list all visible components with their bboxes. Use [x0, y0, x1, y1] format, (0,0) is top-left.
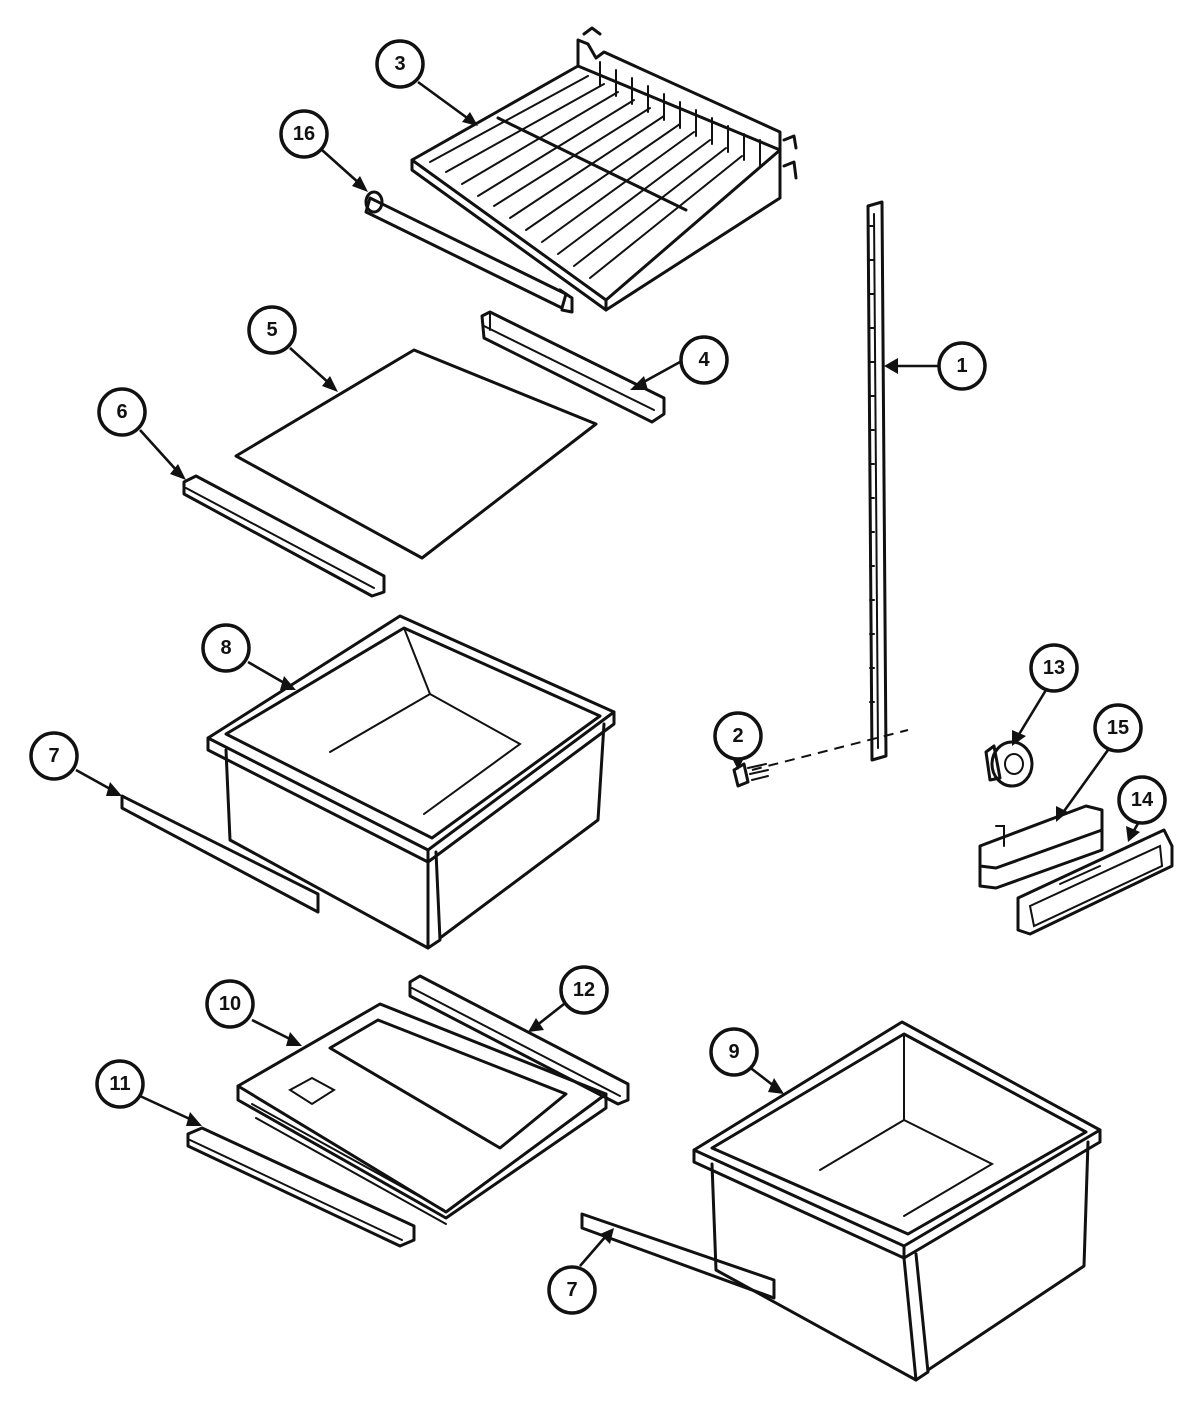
callout-12: 12: [559, 965, 609, 1015]
callout-16: 16: [279, 109, 329, 159]
callout-11: 11: [95, 1059, 145, 1109]
callout-5-label: 5: [266, 319, 277, 341]
screw: [732, 762, 769, 788]
callout-1: 1: [937, 341, 987, 391]
callout-2: 2: [713, 711, 763, 761]
callout-13-label: 13: [1043, 657, 1065, 679]
control-panel: [1016, 828, 1174, 936]
left-drawer-slide: [186, 1126, 416, 1248]
callout-15-label: 15: [1107, 717, 1129, 739]
drawer-slide-lower: [580, 1212, 776, 1300]
glass-shelf: [234, 348, 598, 560]
callout-7a-label: 7: [48, 745, 59, 767]
callout-11-label: 11: [109, 1073, 130, 1095]
callout-13: 13: [1029, 643, 1079, 693]
callout-8-label: 8: [220, 637, 231, 659]
callouts: 1 2 3 4 5 6 7 7: [29, 39, 1167, 1315]
callout-9: 9: [709, 1027, 759, 1077]
drawer-slide-upper: [120, 794, 320, 914]
callout-3: 3: [375, 39, 425, 89]
callout-10-label: 10: [219, 993, 241, 1015]
callout-4-label: 4: [698, 349, 710, 371]
callout-4: 4: [679, 335, 729, 385]
callout-15: 15: [1093, 703, 1143, 753]
left-shelf-support: [182, 474, 386, 598]
callout-7a: 7: [29, 731, 79, 781]
lower-crisper-drawer: [692, 1020, 1102, 1382]
callout-1-label: 1: [956, 355, 967, 377]
callout-14-label: 14: [1131, 789, 1154, 811]
callout-14: 14: [1117, 775, 1167, 825]
callout-2-label: 2: [732, 725, 743, 747]
leader-lines: [75, 80, 1142, 1267]
callout-9-label: 9: [728, 1041, 739, 1063]
right-shelf-support: [480, 310, 666, 424]
callout-10: 10: [205, 979, 255, 1029]
callout-6-label: 6: [116, 401, 127, 423]
control-knob: [984, 740, 1034, 788]
screw-alignment-line: [751, 729, 909, 771]
callout-16-label: 16: [293, 123, 315, 145]
callout-12-label: 12: [573, 979, 595, 1001]
callout-5: 5: [247, 305, 297, 355]
control-housing: [978, 804, 1104, 890]
shelf-trim: [364, 190, 574, 314]
vertical-rail: [866, 200, 888, 762]
crisper-cover: [236, 1002, 608, 1225]
callout-7b-label: 7: [566, 1279, 577, 1301]
right-drawer-slide: [408, 974, 630, 1106]
wire-shelf: [410, 26, 798, 312]
callout-3-label: 3: [394, 53, 405, 75]
callout-8: 8: [201, 623, 251, 673]
upper-crisper-drawer: [206, 614, 616, 950]
callout-6: 6: [97, 387, 147, 437]
callout-7b: 7: [547, 1265, 597, 1315]
